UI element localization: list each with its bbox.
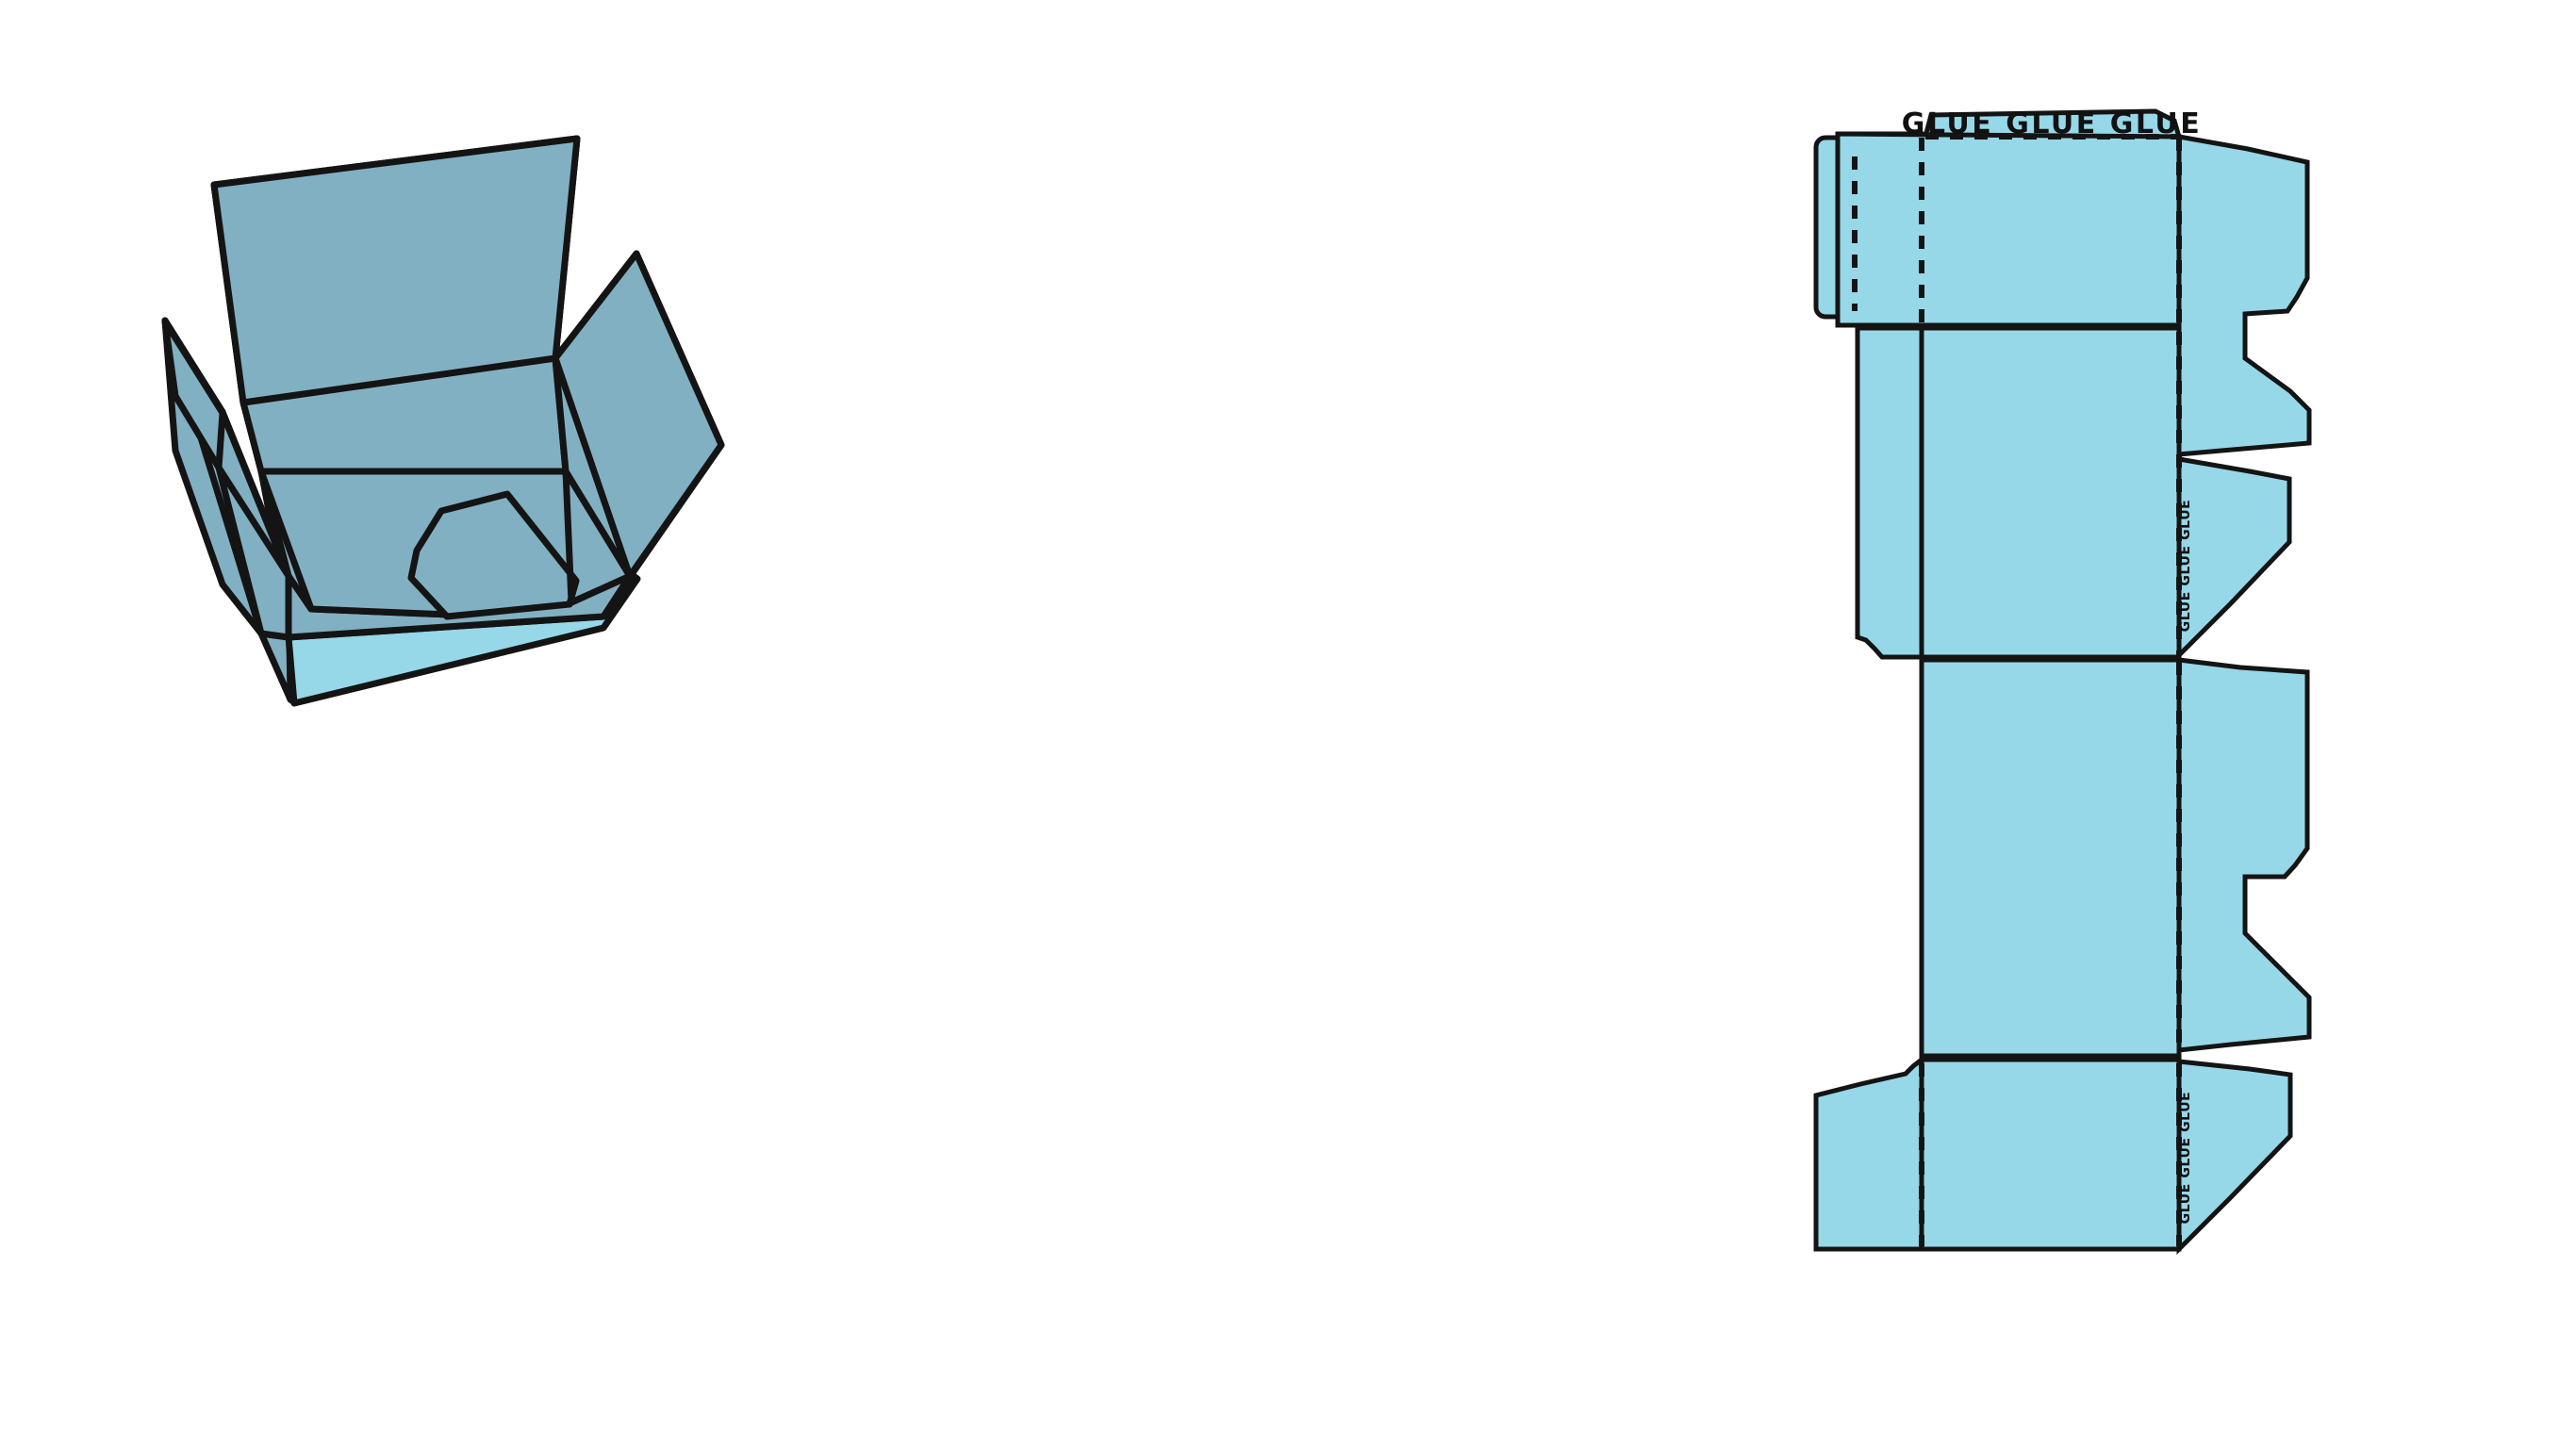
glue-label-right-bottom: GLUE GLUE GLUE	[2178, 1092, 2193, 1225]
main-top-panel	[1919, 325, 2182, 660]
dieline-cut-shapes	[1813, 108, 2312, 1256]
left-bottom-tab	[1813, 1054, 1924, 1252]
box-3d-clean-group	[161, 135, 725, 707]
main-front-panel	[1919, 657, 2182, 1059]
dieline-svg: GLUE GLUE GLUE GLUE GLUE GLUE GLUE GLUE …	[1813, 107, 2312, 1256]
left-front-wing	[215, 464, 292, 641]
right-lower-tab	[2176, 657, 2312, 1053]
back-raised-flap	[210, 135, 581, 406]
main-back-panel	[1835, 131, 2182, 328]
box-3d-mockup-svg	[161, 135, 725, 707]
dieline-figure: GLUE GLUE GLUE GLUE GLUE GLUE GLUE GLUE …	[1288, 0, 2576, 1448]
floor-crease-left	[257, 468, 315, 613]
main-bottom-panel	[1919, 1057, 2182, 1252]
glue-label-right-middle: GLUE GLUE GLUE	[2178, 500, 2193, 633]
floor-crease-right	[562, 468, 575, 606]
box-3d-mockup-figure	[161, 135, 725, 707]
right-raised-flap	[552, 250, 725, 580]
notched-tuck-flap	[407, 490, 580, 620]
right-bottom-glue-flap	[2176, 1059, 2293, 1256]
right-middle-glue-flap	[2176, 456, 2292, 662]
left-glue-flap-shape	[1813, 135, 1841, 320]
dieline-crease-lines	[1852, 134, 2182, 1246]
glue-label-top: GLUE GLUE GLUE	[1902, 107, 2202, 140]
left-middle-tab	[1855, 325, 1924, 660]
right-top-flap	[2176, 134, 2312, 457]
